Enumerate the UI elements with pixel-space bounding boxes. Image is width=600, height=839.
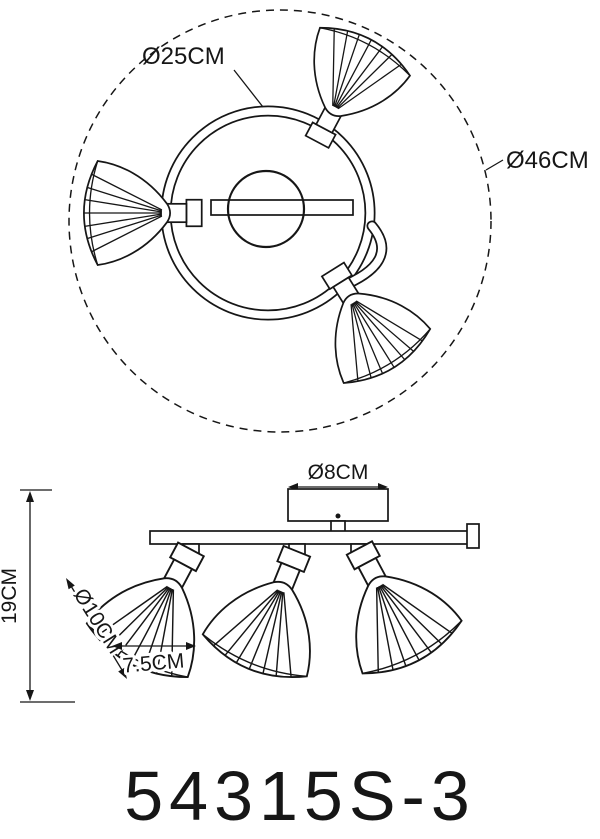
overall-diameter-leader-line [485, 159, 504, 171]
lamp-shade [288, 241, 439, 396]
label-ring-diameter: Ø25CM [142, 43, 225, 70]
top-view-drawing: Ø25CM Ø46CM [68, 9, 589, 433]
support-bar-front [149, 530, 471, 545]
support-bar-top [210, 199, 354, 216]
canopy-circle-top [226, 169, 306, 249]
label-overall-diameter: Ø46CM [506, 147, 589, 174]
label-height: 19CM [0, 568, 21, 624]
canopy-screw [335, 513, 341, 519]
bar-end-cap [466, 523, 480, 549]
lamp-shade [308, 520, 470, 688]
front-view-drawing: 19CM Ø8CM Ø10CM [0, 461, 480, 703]
lamp-shade [196, 529, 350, 692]
label-canopy-diameter: Ø8CM [308, 461, 369, 484]
shade-depth-dimension: 7.5CM [112, 642, 196, 681]
canopy-diameter-dimension: Ø8CM [288, 461, 388, 491]
model-number: 54315S-3 [124, 757, 476, 835]
label-shade-depth: 7.5CM [122, 649, 186, 677]
lamp-shade [83, 160, 203, 266]
overall-diameter-dashed-circle [68, 9, 492, 433]
height-dimension: 19CM [0, 489, 75, 703]
ring-diameter-leader-line [233, 69, 264, 108]
